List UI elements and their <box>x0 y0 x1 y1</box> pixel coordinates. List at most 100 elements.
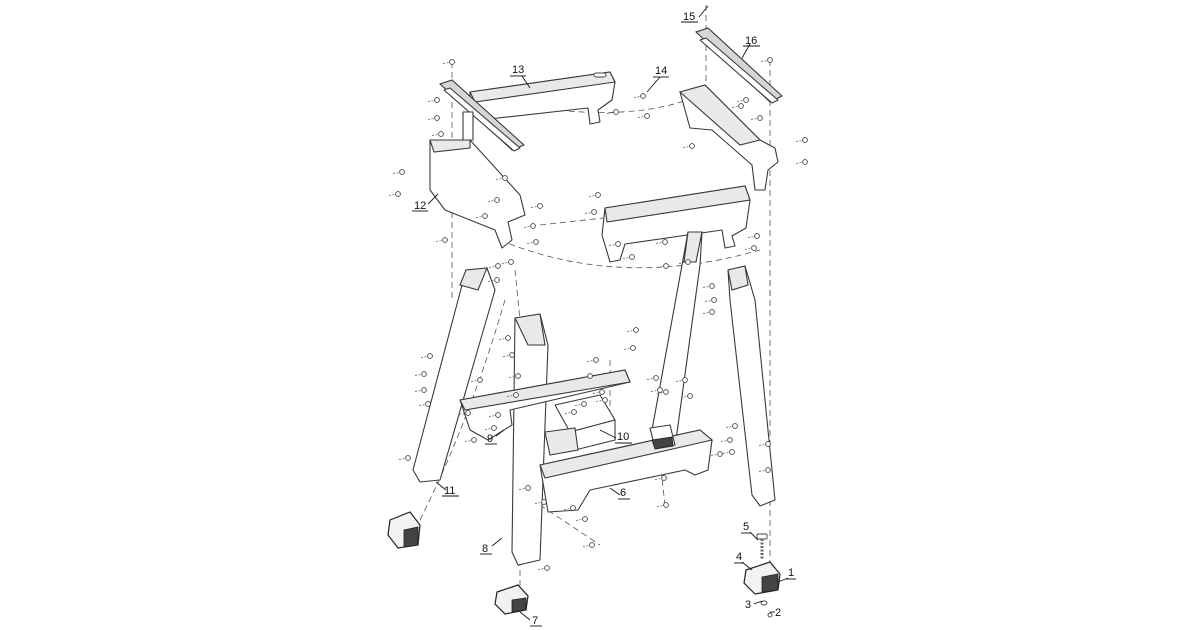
bolt-shaft-43 <box>418 404 426 406</box>
corner-bracket <box>649 424 676 450</box>
bolt-shaft-67 <box>725 426 733 428</box>
bolt-28 <box>689 143 695 149</box>
bolt-38 <box>633 327 639 333</box>
bolt-shaft-48 <box>484 428 492 430</box>
bolt-23 <box>754 233 760 239</box>
bolt-10 <box>495 263 501 269</box>
bolt-shaft-56 <box>650 390 658 392</box>
bolt-29 <box>802 137 808 143</box>
bolt-9 <box>399 169 405 175</box>
bolt-shaft-46 <box>464 440 472 442</box>
part-7-foot <box>494 584 529 615</box>
bolt-8 <box>395 191 401 197</box>
bolt-shaft-27 <box>750 118 758 120</box>
bolt-shaft-57 <box>675 380 683 382</box>
bolt-16 <box>591 209 597 215</box>
bolt-shaft-23 <box>747 236 755 238</box>
bolt-3 <box>438 131 444 137</box>
bolt-shaft-78 <box>470 380 478 382</box>
bolt-shaft-41 <box>414 374 422 376</box>
bolt-26 <box>743 97 749 103</box>
bolt-shaft-60 <box>498 338 506 340</box>
bolt-shaft-32 <box>637 116 645 118</box>
bolt-62 <box>515 373 521 379</box>
bolt-48 <box>491 425 497 431</box>
bolt-11 <box>508 259 514 265</box>
callout-label-5: 5 <box>743 521 749 533</box>
bolt-shaft-76 <box>654 478 662 480</box>
callout-label-6: 6 <box>620 487 626 499</box>
bolt-shaft-73 <box>575 519 583 521</box>
callout-label-15: 15 <box>683 11 695 23</box>
bolt-shaft-4 <box>495 178 503 180</box>
bolt-36 <box>711 297 717 303</box>
bolt-shaft-58 <box>680 396 688 398</box>
bolt-61 <box>509 352 515 358</box>
bolt-33 <box>613 109 619 115</box>
callout-4: 4 <box>734 551 753 571</box>
right-front-leg <box>727 265 776 507</box>
callout-13: 13 <box>510 64 531 89</box>
callout-3: 3 <box>745 599 763 611</box>
bolt-57 <box>682 377 688 383</box>
bolt-21 <box>663 263 669 269</box>
part-5-screw <box>756 533 768 560</box>
bolt-shaft-53 <box>592 392 600 394</box>
bolt-shaft-33 <box>606 112 614 114</box>
bolt-shaft-77 <box>656 505 664 507</box>
callout-label-2: 2 <box>775 607 781 619</box>
bolt-shaft-44 <box>398 458 406 460</box>
callout-9: 9 <box>485 429 505 445</box>
bolt-shaft-12 <box>487 280 495 282</box>
callout-label-13: 13 <box>512 64 524 76</box>
bolt-19 <box>629 254 635 260</box>
bolt-5 <box>494 197 500 203</box>
bolt-37 <box>709 309 715 315</box>
callout-7: 7 <box>519 611 542 627</box>
bolt-14 <box>530 223 536 229</box>
bolt-12 <box>494 277 500 283</box>
bolt-shaft-70 <box>518 488 526 490</box>
bolt-shaft-52 <box>574 404 582 406</box>
bolt-shaft-19 <box>622 257 630 259</box>
bolt-shaft-38 <box>626 330 634 332</box>
fasteners <box>388 57 808 571</box>
bolt-59 <box>663 389 669 395</box>
bolt-shaft-26 <box>736 100 744 102</box>
right-rear-leg <box>651 231 703 446</box>
bolt-31 <box>767 57 773 63</box>
bolt-25 <box>738 103 744 109</box>
bolt-shaft-15 <box>526 242 534 244</box>
part-11-left-leg <box>412 267 496 483</box>
bolt-shaft-51 <box>564 412 572 414</box>
bolt-shaft-63 <box>506 395 514 397</box>
bolt-shaft-22 <box>678 262 686 264</box>
bolt-shaft-65 <box>720 440 728 442</box>
bolt-shaft-69 <box>758 470 766 472</box>
bolt-7 <box>442 237 448 243</box>
bolt-shaft-11 <box>501 262 509 264</box>
bolt-24 <box>751 245 757 251</box>
callout-label-1: 1 <box>788 567 794 579</box>
bolt-shaft-18 <box>608 244 616 246</box>
callout-2: 2 <box>770 607 781 619</box>
bolt-shaft-37 <box>702 312 710 314</box>
callout-label-4: 4 <box>736 551 742 563</box>
bolt-shaft-3 <box>431 134 439 136</box>
callout-label-10: 10 <box>617 431 629 443</box>
callout-16: 16 <box>741 35 760 59</box>
bolt-74 <box>589 542 595 548</box>
callout-12: 12 <box>412 193 439 212</box>
bolt-shaft-17 <box>588 195 596 197</box>
bolt-shaft-55 <box>646 378 654 380</box>
bolt-shaft-21 <box>656 266 664 268</box>
bolt-6 <box>482 213 488 219</box>
bolt-54 <box>602 397 608 403</box>
callout-label-9: 9 <box>487 433 493 445</box>
bolt-35 <box>709 283 715 289</box>
bolt-65 <box>727 437 733 443</box>
bolt-shaft-72 <box>563 508 571 510</box>
bolt-4 <box>502 175 508 181</box>
bolt-shaft-64 <box>710 454 718 456</box>
